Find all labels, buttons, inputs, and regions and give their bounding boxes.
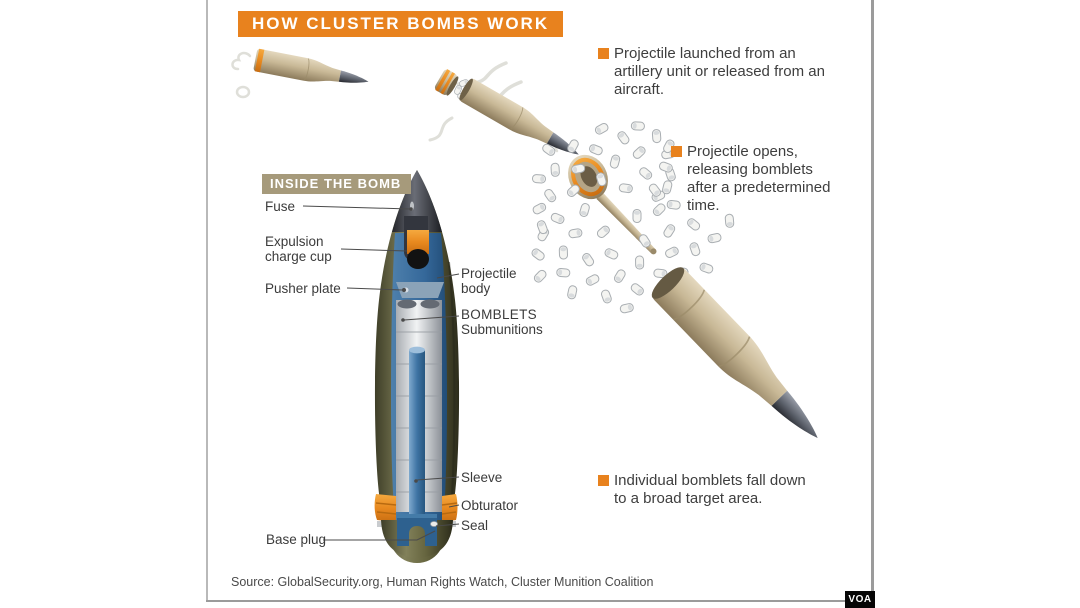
step-1-text: Projectile launched from an artillery un… (614, 45, 825, 98)
cutaway-bomb-illustration (374, 170, 460, 563)
label-submunitions: Submunitions (461, 322, 543, 337)
label-sleeve: Sleeve (461, 470, 503, 485)
projectile-launched-illustration (252, 47, 372, 94)
frame-left-border (206, 0, 208, 602)
step-3-bullet-icon (598, 475, 609, 486)
step-2-bullet-icon (671, 146, 682, 157)
label-fuse: Fuse (265, 199, 296, 214)
label-bomblets: BOMBLETS (461, 307, 537, 322)
step-2-text: Projectile opens, releasing bomblets aft… (687, 143, 831, 214)
label-expulsion-charge-cup: Expulsion charge cup (265, 234, 332, 264)
projectile-opening-illustration (434, 69, 586, 167)
bomblet-dispersal-illustration (530, 121, 735, 315)
projectile-falling-illustration (649, 264, 835, 454)
inside-the-bomb-header: INSIDE THE BOMB (262, 174, 412, 194)
label-base-plug: Base plug (266, 532, 327, 547)
step-1-bullet-icon (598, 48, 609, 59)
source-credit: Source: GlobalSecurity.org, Human Rights… (231, 575, 654, 589)
infographic-title: HOW CLUSTER BOMBS WORK (238, 11, 564, 37)
step-1-annotation: Projectile launched from an artillery un… (598, 45, 839, 99)
label-pusher-plate: Pusher plate (265, 281, 341, 296)
frame-right-border (871, 0, 874, 602)
step-3-text: Individual bomblets fall down to a broad… (614, 472, 806, 507)
label-projectile-body: Projectile body (461, 266, 517, 296)
step-2-annotation: Projectile opens, releasing bomblets aft… (671, 143, 839, 215)
step-3-annotation: Individual bomblets fall down to a broad… (598, 472, 822, 508)
label-obturator: Obturator (461, 498, 519, 513)
label-leader-lines (302, 205, 460, 541)
label-seal: Seal (461, 518, 489, 533)
frame-bottom-border (206, 600, 874, 602)
voa-logo: VOA (845, 591, 875, 608)
